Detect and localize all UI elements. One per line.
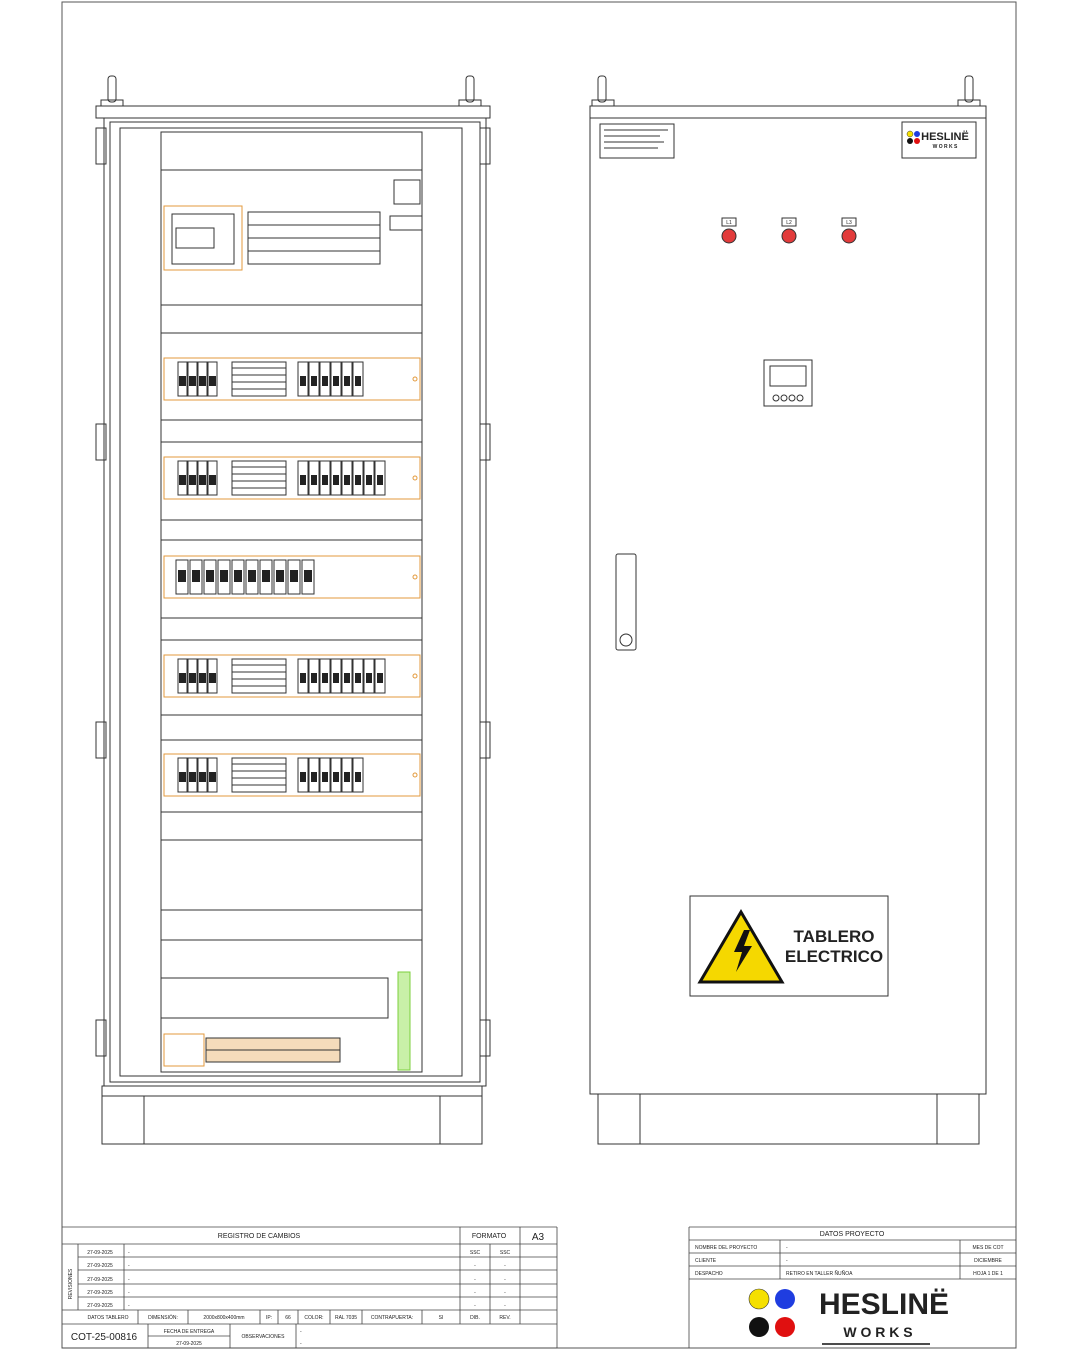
revision-rev: -: [504, 1290, 506, 1296]
dimension-value: 2000x800x400mm: [203, 1315, 244, 1321]
revision-rev: SSC: [500, 1250, 511, 1256]
cabinet-interior-view: [95, 75, 491, 1145]
revision-rev: -: [504, 1263, 506, 1269]
rev-label: REV.: [499, 1315, 510, 1321]
project-label-1: CLIENTE: [695, 1258, 717, 1264]
door-logo: HESLINË W O R K S: [906, 130, 969, 150]
project-value-2: RETIRO EN TALLER ÑUÑOA: [786, 1270, 853, 1277]
project-right-2: HOJA 1 DE 1: [973, 1271, 1003, 1277]
ip-label: IP:: [266, 1315, 272, 1321]
lifting-eye-right: [465, 75, 475, 103]
contrapuerta-value: SI: [439, 1315, 444, 1321]
breaker-row: [163, 456, 421, 500]
formato-label: FORMATO: [472, 1233, 507, 1240]
revisions-title: REGISTRO DE CAMBIOS: [218, 1233, 301, 1240]
revision-desc: -: [128, 1250, 130, 1256]
revision-date: 27-09-2025: [87, 1303, 113, 1309]
observaciones-label: OBSERVACIONES: [242, 1334, 286, 1340]
warning-sign: [689, 895, 889, 997]
revision-rev: -: [504, 1277, 506, 1283]
project-right-0: MES DE COT: [972, 1245, 1003, 1251]
project-label-0: NOMBRE DEL PROYECTO: [695, 1245, 757, 1251]
logo-dot-blue: [775, 1289, 795, 1309]
quote-code: COT-25-00816: [71, 1332, 138, 1343]
fecha-entrega-label: FECHA DE ENTREGA: [164, 1329, 215, 1335]
cabinet-door: [589, 117, 987, 1095]
project-value-1: -: [786, 1258, 788, 1264]
revision-date: 27-09-2025: [87, 1263, 113, 1269]
revisions-side-label: REVISIONES: [68, 1268, 74, 1299]
formato-value: A3: [532, 1232, 545, 1243]
project-value-0: -: [786, 1245, 788, 1251]
sign-text-line1: TABLERO: [794, 927, 875, 946]
pilot-light-l3: [841, 228, 857, 244]
revision-date: 27-09-2025: [87, 1277, 113, 1283]
ground-bar: [397, 971, 411, 1071]
revision-dib: -: [474, 1277, 476, 1283]
breaker-rows: [163, 357, 421, 797]
revision-date: 27-09-2025: [87, 1250, 113, 1256]
logo-dot-red: [775, 1317, 795, 1337]
color-value: RAL 7035: [335, 1315, 357, 1321]
breaker-row: [163, 357, 421, 401]
logo-sub: W O R K S: [843, 1324, 912, 1340]
project-right-1: DICIEMBRE: [974, 1258, 1002, 1264]
pilot-light-l2: [781, 228, 797, 244]
phase-indicator-lights: L1 L2 L3: [721, 217, 857, 244]
observaciones-line1: -: [300, 1329, 302, 1335]
cabinet-front-view: [589, 75, 987, 1145]
terminal-strip: [163, 1033, 341, 1067]
pilot-light-l1: [721, 228, 737, 244]
hmi-panel: [763, 359, 813, 407]
revision-desc: -: [128, 1303, 130, 1309]
door-handle: [615, 553, 637, 651]
dib-label: DIB.: [470, 1315, 480, 1321]
door-nameplate: [599, 123, 675, 159]
breaker-row: [163, 654, 421, 698]
sign-text-line2: ELECTRICO: [785, 947, 883, 966]
revision-dib: -: [474, 1290, 476, 1296]
lifting-eye-left: [107, 75, 117, 103]
revision-desc: -: [128, 1263, 130, 1269]
lightning-bolt-icon: [734, 930, 752, 972]
logo-dot-yellow: [748, 1288, 770, 1310]
breaker-row: [163, 753, 421, 797]
door-logo-sub: W O R K S: [933, 144, 958, 150]
company-logo: HESLINË W O R K S: [748, 1288, 949, 1345]
door-logo-plate: [901, 121, 977, 159]
phase-label-l2: L2: [786, 220, 792, 226]
datos-tablero-label: DATOS TABLERO: [87, 1315, 128, 1321]
dimension-label: DIMENSIÓN:: [148, 1314, 178, 1321]
ip-value: 66: [285, 1315, 291, 1321]
phase-label-l3: L3: [846, 220, 852, 226]
phase-label-l1: L1: [726, 220, 732, 226]
revision-desc: -: [128, 1277, 130, 1283]
revision-dib: -: [474, 1263, 476, 1269]
project-label-2: DESPACHO: [695, 1271, 723, 1277]
door-logo-name: HESLINË: [921, 130, 969, 143]
main-breaker: [163, 205, 243, 271]
contrapuerta-label: CONTRAPUERTA:: [371, 1315, 413, 1321]
project-title: DATOS PROYECTO: [820, 1231, 885, 1238]
revision-date: 27-09-2025: [87, 1290, 113, 1296]
revision-dib: -: [474, 1303, 476, 1309]
revision-rows: 27-09-2025 - SSC SSC 27-09-2025 - - - 27-09-2025…: [87, 1250, 510, 1309]
title-block: [62, 1226, 1016, 1349]
revision-rev: -: [504, 1303, 506, 1309]
color-label: COLOR:: [304, 1315, 323, 1321]
revision-dib: SSC: [470, 1250, 481, 1256]
revision-desc: -: [128, 1290, 130, 1296]
breaker-row: [163, 555, 421, 599]
fecha-entrega-value: 27-09-2025: [176, 1341, 202, 1347]
logo-dot-black: [749, 1317, 769, 1337]
observaciones-line2: -: [300, 1341, 302, 1347]
logo-name: HESLINË: [819, 1288, 949, 1321]
mounting-plate: [160, 131, 423, 1073]
